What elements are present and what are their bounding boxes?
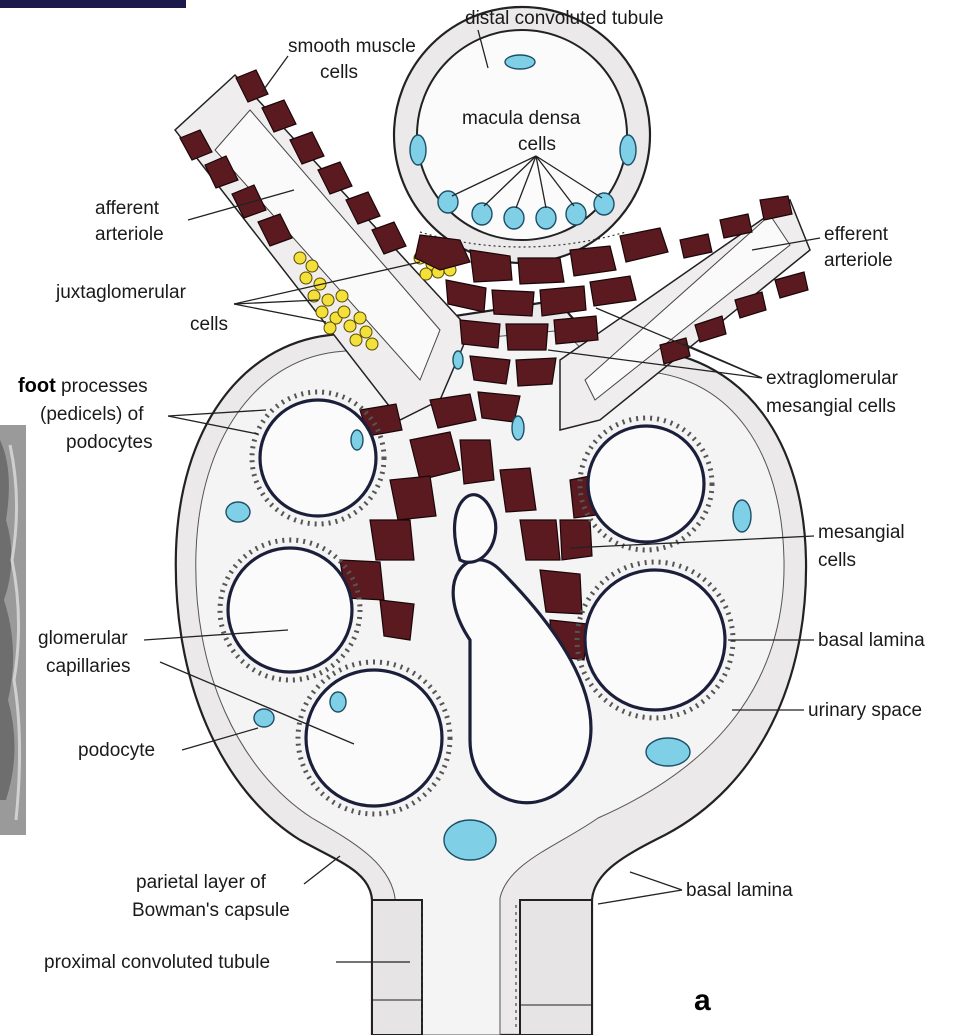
label-glomerular-capillaries-line1: glomerular (38, 628, 128, 649)
label-juxtaglomerular-line2: cells (190, 314, 228, 335)
label-distal-convoluted-tubule: distal convoluted tubule (465, 8, 664, 29)
label-juxtaglomerular-line1: juxtaglomerular (55, 282, 187, 303)
label-glomerular-capillaries-line2: capillaries (46, 656, 130, 677)
label-basal-lamina-right: basal lamina (818, 630, 925, 651)
label-podocyte: podocyte (78, 740, 155, 761)
corner-bar (0, 0, 186, 8)
label-macula-densa-line1: macula densa (462, 108, 581, 129)
label-efferent-arteriole-line2: arteriole (824, 250, 893, 271)
label-basal-lamina-bottom: basal lamina (686, 880, 793, 901)
panel-letter: a (694, 984, 711, 1017)
label-foot-processes-line1: foot processes (18, 375, 148, 397)
label-macula-densa-line2: cells (518, 134, 556, 155)
label-foot-bold: foot (18, 375, 56, 397)
label-foot-rest: processes (56, 376, 148, 397)
label-extraglomerular-line2: mesangial cells (766, 396, 896, 417)
label-afferent-arteriole-line1: afferent (95, 198, 160, 219)
label-urinary-space: urinary space (808, 700, 922, 721)
label-proximal-convoluted-tubule: proximal convoluted tubule (44, 952, 270, 973)
label-foot-processes-line3: podocytes (66, 432, 153, 453)
label-parietal-layer-line1: parietal layer of (136, 872, 267, 893)
label-parietal-layer-line2: Bowman's capsule (132, 900, 290, 921)
label-mesangial-cells-line2: cells (818, 550, 856, 571)
label-afferent-arteriole-line2: arteriole (95, 224, 164, 245)
label-foot-processes-line2: (pedicels) of (40, 404, 144, 425)
label-smooth-muscle-cells-line1: smooth muscle (288, 36, 416, 57)
label-smooth-muscle-cells-line2: cells (320, 62, 358, 83)
label-efferent-arteriole-line1: efferent (824, 224, 889, 245)
label-mesangial-cells-line1: mesangial (818, 522, 905, 543)
label-extraglomerular-line1: extraglomerular (766, 368, 899, 389)
micrograph-strip (0, 425, 26, 835)
